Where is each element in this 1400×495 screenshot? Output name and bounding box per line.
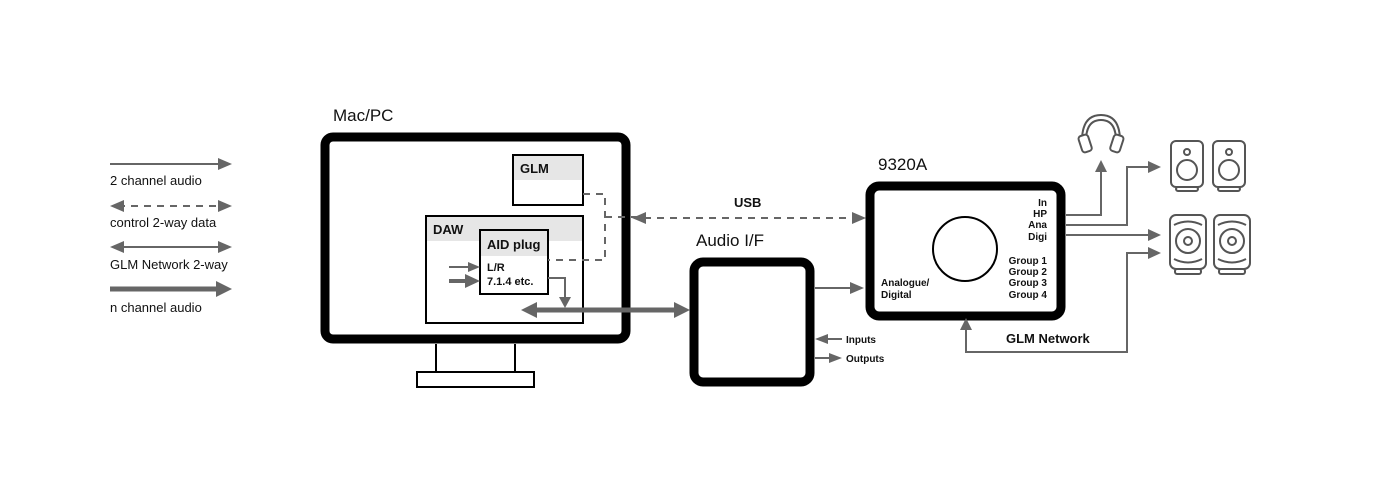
glm-label: GLM bbox=[520, 161, 549, 176]
controller-title: 9320A bbox=[878, 155, 928, 174]
outputs-label: Outputs bbox=[846, 354, 885, 365]
arrow-head bbox=[218, 200, 232, 212]
aid-plug-header bbox=[481, 231, 547, 256]
analogue-digital-label-1: Analogue/ bbox=[881, 278, 930, 289]
audio-interface: Audio I/F Inputs Outputs bbox=[689, 231, 885, 387]
studio-monitor-icon-right bbox=[1212, 140, 1246, 192]
computer-title: Mac/PC bbox=[333, 106, 393, 125]
studio-monitor-icon-left bbox=[1170, 140, 1204, 192]
audio-if-title: Audio I/F bbox=[696, 231, 764, 250]
monitor-base bbox=[416, 371, 535, 388]
port-in: In bbox=[1038, 198, 1047, 209]
legend-item-2ch-audio: 2 channel audio bbox=[110, 158, 232, 188]
arrow-head bbox=[465, 274, 480, 288]
glm-window[interactable]: GLM bbox=[512, 154, 584, 206]
port-group-4: Group 4 bbox=[1009, 290, 1048, 301]
analogue-digital-label-2: Digital bbox=[881, 290, 912, 301]
computer: Mac/PC GLM DAW AID plug L/R 7.1.4 etc. bbox=[320, 106, 631, 388]
legend-label: 2 channel audio bbox=[110, 173, 202, 188]
inputs-label: Inputs bbox=[846, 335, 876, 346]
arrow-head bbox=[216, 281, 232, 297]
port-hp: HP bbox=[1033, 209, 1047, 220]
glm-network-label: GLM Network bbox=[1006, 331, 1091, 346]
arrow-head bbox=[559, 297, 571, 308]
audio-if-box[interactable] bbox=[689, 257, 815, 387]
control-data-line-internal bbox=[548, 193, 606, 261]
arrow-head bbox=[110, 241, 124, 253]
usb-label: USB bbox=[734, 195, 761, 210]
controller-9320a: 9320A In HP Ana Digi Group 1 Group 2 Gro… bbox=[865, 155, 1066, 321]
arrow-head bbox=[852, 212, 866, 224]
headphones-icon bbox=[1077, 113, 1125, 154]
coaxial-monitor-icon-right bbox=[1213, 214, 1251, 275]
volume-knob[interactable] bbox=[932, 216, 998, 282]
port-group-1: Group 1 bbox=[1009, 256, 1048, 267]
arrow-head bbox=[632, 212, 646, 224]
arrow-head bbox=[960, 318, 972, 330]
port-group-3: Group 3 bbox=[1009, 278, 1048, 289]
arrow-head bbox=[521, 302, 537, 318]
aid-plugin[interactable]: AID plug L/R 7.1.4 etc. bbox=[479, 229, 549, 295]
legend-item-glm-network: GLM Network 2-way bbox=[110, 241, 232, 272]
coaxial-monitor-icon-left bbox=[1169, 214, 1207, 275]
arrow-head bbox=[1148, 229, 1161, 241]
legend-label: GLM Network 2-way bbox=[110, 257, 228, 272]
daw-label: DAW bbox=[433, 222, 464, 237]
legend-item-n-channel: n channel audio bbox=[110, 281, 232, 315]
glm-network-line bbox=[965, 252, 1150, 353]
legend-item-control-data: control 2-way data bbox=[110, 200, 232, 230]
legend: 2 channel audio control 2-way data GLM N… bbox=[110, 158, 232, 315]
arrow-head bbox=[110, 200, 124, 212]
legend-label: n channel audio bbox=[110, 300, 202, 315]
port-group-2: Group 2 bbox=[1009, 267, 1048, 278]
arrow-head bbox=[1148, 161, 1161, 173]
port-ana: Ana bbox=[1028, 220, 1047, 231]
plugin-output-line bbox=[548, 277, 566, 300]
arrow-head bbox=[850, 282, 864, 294]
arrow-head bbox=[1148, 247, 1161, 259]
hp-output-line bbox=[1066, 170, 1102, 216]
arrow-head bbox=[218, 241, 232, 253]
arrow-head bbox=[815, 334, 828, 344]
aid-plug-title: AID plug bbox=[487, 237, 540, 252]
aid-plug-line2: 7.1.4 etc. bbox=[487, 276, 533, 288]
arrow-head bbox=[218, 158, 232, 170]
glm-header bbox=[514, 156, 582, 180]
arrow-head bbox=[468, 262, 480, 272]
arrow-head bbox=[674, 302, 690, 318]
ana-output-line bbox=[1066, 166, 1150, 226]
legend-label: control 2-way data bbox=[110, 215, 217, 230]
arrow-head bbox=[1095, 160, 1107, 172]
arrow-head bbox=[829, 353, 842, 363]
aid-plug-line1: L/R bbox=[487, 262, 505, 274]
port-digi: Digi bbox=[1028, 232, 1047, 243]
